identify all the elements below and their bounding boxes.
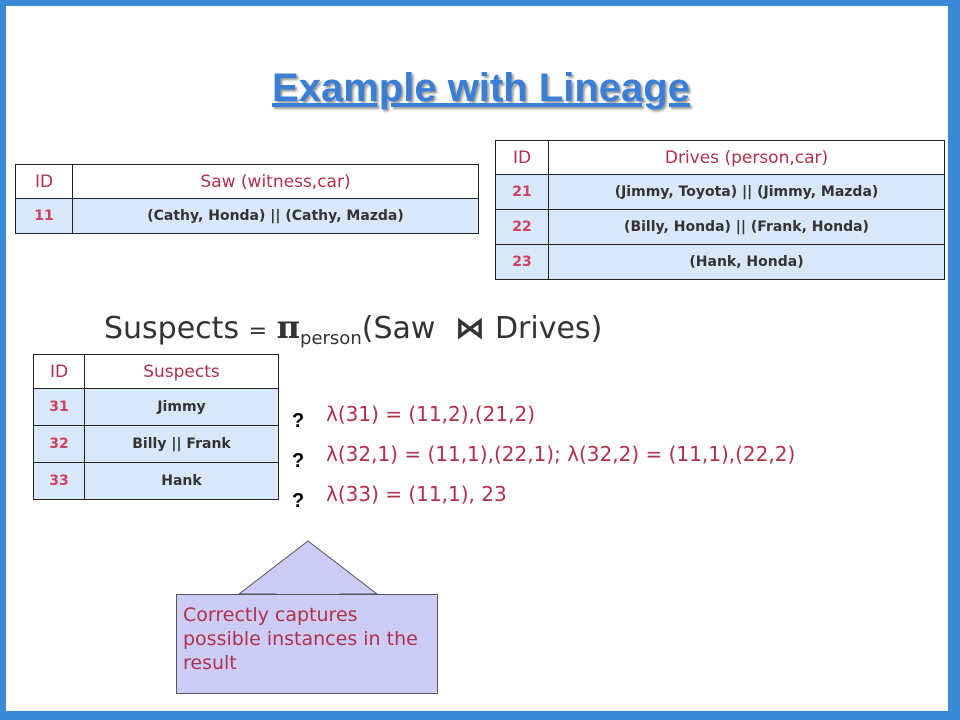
table-row: 11 (Cathy, Honda) || (Cathy, Mazda)	[15, 198, 479, 234]
column-header: Suspects	[84, 354, 279, 389]
callout-arrow-icon	[238, 540, 378, 596]
column-header: ID	[15, 164, 73, 199]
question-mark: ?	[292, 490, 305, 512]
suspects-formula: Suspects = πperson(Saw ⋈ Drives)	[104, 308, 602, 349]
formula-equals: =	[248, 319, 268, 344]
table-header-row: ID Suspects	[33, 354, 279, 389]
column-header: ID	[495, 140, 549, 175]
slide-title: Example with Lineage	[272, 66, 690, 110]
saw-table: ID Saw (witness,car) 11 (Cathy, Honda) |…	[15, 164, 479, 234]
suspects-table: ID Suspects 31 Jimmy 32 Billy || Frank 3…	[33, 354, 279, 500]
row-value: Billy || Frank	[84, 425, 279, 463]
row-value: Hank	[84, 462, 279, 500]
table-row: 33 Hank	[33, 462, 279, 500]
question-mark: ?	[292, 450, 305, 472]
column-header: Drives (person,car)	[548, 140, 945, 175]
table-header-row: ID Drives (person,car)	[495, 140, 945, 175]
callout-box: Correctly captures possible instances in…	[176, 594, 438, 694]
slide: Example with Lineage ID Saw (witness,car…	[6, 6, 948, 711]
table-row: 23 (Hank, Honda)	[495, 244, 945, 280]
row-id: 31	[33, 388, 85, 426]
row-value: (Cathy, Honda) || (Cathy, Mazda)	[72, 198, 479, 234]
row-id: 23	[495, 244, 549, 280]
table-row: 22 (Billy, Honda) || (Frank, Honda)	[495, 209, 945, 245]
row-id: 11	[15, 198, 73, 234]
column-header: ID	[33, 354, 85, 389]
projection-symbol: π	[276, 308, 301, 346]
row-value: (Hank, Honda)	[548, 244, 945, 280]
row-id: 21	[495, 174, 549, 210]
formula-lhs: Suspects	[104, 311, 240, 346]
lineage-line: λ(33) = (11,1), 23	[326, 482, 507, 506]
join-symbol: ⋈	[454, 311, 485, 346]
row-value: (Jimmy, Toyota) || (Jimmy, Mazda)	[548, 174, 945, 210]
table-row: 32 Billy || Frank	[33, 425, 279, 463]
row-value: Jimmy	[84, 388, 279, 426]
table-header-row: ID Saw (witness,car)	[15, 164, 479, 199]
column-header: Saw (witness,car)	[72, 164, 479, 199]
table-row: 31 Jimmy	[33, 388, 279, 426]
drives-table: ID Drives (person,car) 21 (Jimmy, Toyota…	[495, 140, 945, 280]
row-id: 32	[33, 425, 85, 463]
table-row: 21 (Jimmy, Toyota) || (Jimmy, Mazda)	[495, 174, 945, 210]
lineage-line: λ(32,1) = (11,1),(22,1); λ(32,2) = (11,1…	[326, 442, 796, 466]
formula-open: (Saw	[361, 311, 436, 346]
row-value: (Billy, Honda) || (Frank, Honda)	[548, 209, 945, 245]
question-mark: ?	[292, 410, 305, 432]
row-id: 33	[33, 462, 85, 500]
formula-close: Drives)	[494, 311, 603, 346]
projection-subscript: person	[300, 328, 362, 349]
lineage-line: λ(31) = (11,2),(21,2)	[326, 402, 535, 426]
row-id: 22	[495, 209, 549, 245]
